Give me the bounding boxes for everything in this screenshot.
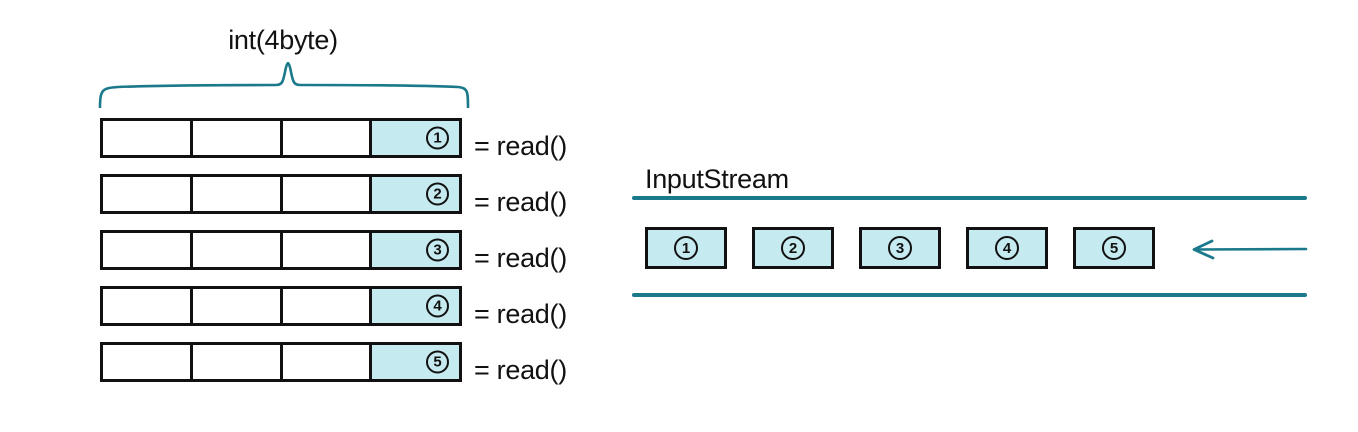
- table-row: 5 = read(): [100, 342, 567, 398]
- byte-row-3: 3: [100, 230, 462, 270]
- byte-cell-empty: [189, 230, 280, 270]
- circled-number: 5: [1102, 236, 1126, 260]
- byte-cell-value: 3: [369, 230, 462, 270]
- byte-cell-empty: [279, 230, 370, 270]
- circled-number: 2: [426, 182, 449, 206]
- byte-row-5: 5: [100, 342, 462, 382]
- circled-number: 3: [888, 236, 912, 260]
- byte-cell-empty: [279, 174, 370, 214]
- stream-item: 4: [966, 227, 1048, 269]
- circled-number: 4: [995, 236, 1019, 260]
- int-bytes-panel: int(4byte) 1 = read() 2: [0, 0, 620, 432]
- circled-number: 1: [426, 126, 449, 150]
- read-call-label: = read(): [474, 243, 567, 273]
- byte-cell-empty: [189, 342, 280, 382]
- stream-item: 1: [645, 227, 727, 269]
- byte-cell-empty: [100, 342, 190, 382]
- byte-cell-empty: [100, 230, 190, 270]
- byte-cell-empty: [279, 118, 370, 158]
- byte-cell-value: 4: [369, 286, 462, 326]
- stream-item: 5: [1073, 227, 1155, 269]
- stream-channel-bottom-line: [632, 293, 1307, 297]
- table-row: 4 = read(): [100, 286, 567, 342]
- brace-icon: [98, 62, 470, 108]
- byte-cell-empty: [189, 286, 280, 326]
- byte-cell-empty: [100, 286, 190, 326]
- read-call-label: = read(): [474, 187, 567, 217]
- byte-cell-empty: [100, 118, 190, 158]
- read-call-label: = read(): [474, 299, 567, 329]
- byte-cell-empty: [100, 174, 190, 214]
- table-row: 1 = read(): [100, 118, 567, 174]
- stream-flow-arrow-left-icon: [1192, 239, 1308, 260]
- input-stream-panel: InputStream 1 2 3 4 5: [620, 0, 1358, 432]
- stream-item: 3: [859, 227, 941, 269]
- byte-cell-value: 5: [369, 342, 462, 382]
- byte-cell-value: 2: [369, 174, 462, 214]
- byte-cell-empty: [189, 118, 280, 158]
- byte-cell-value: 1: [369, 118, 462, 158]
- circled-number: 3: [426, 238, 449, 262]
- byte-row-1: 1: [100, 118, 462, 158]
- table-row: 2 = read(): [100, 174, 567, 230]
- byte-row-4: 4: [100, 286, 462, 326]
- byte-cell-empty: [279, 286, 370, 326]
- circled-number: 5: [426, 350, 449, 374]
- read-call-label: = read(): [474, 355, 567, 385]
- stream-item: 2: [752, 227, 834, 269]
- circled-number: 4: [426, 294, 449, 318]
- byte-row-2: 2: [100, 174, 462, 214]
- int-size-label: int(4byte): [228, 25, 338, 55]
- table-row: 3 = read(): [100, 230, 567, 286]
- stream-channel-top-line: [632, 196, 1307, 200]
- byte-cell-empty: [189, 174, 280, 214]
- byte-rows-list: 1 = read() 2 = read(): [100, 118, 567, 398]
- input-stream-label: InputStream: [645, 164, 789, 194]
- byte-cell-empty: [279, 342, 370, 382]
- circled-number: 1: [674, 236, 698, 260]
- read-call-label: = read(): [474, 131, 567, 161]
- circled-number: 2: [781, 236, 805, 260]
